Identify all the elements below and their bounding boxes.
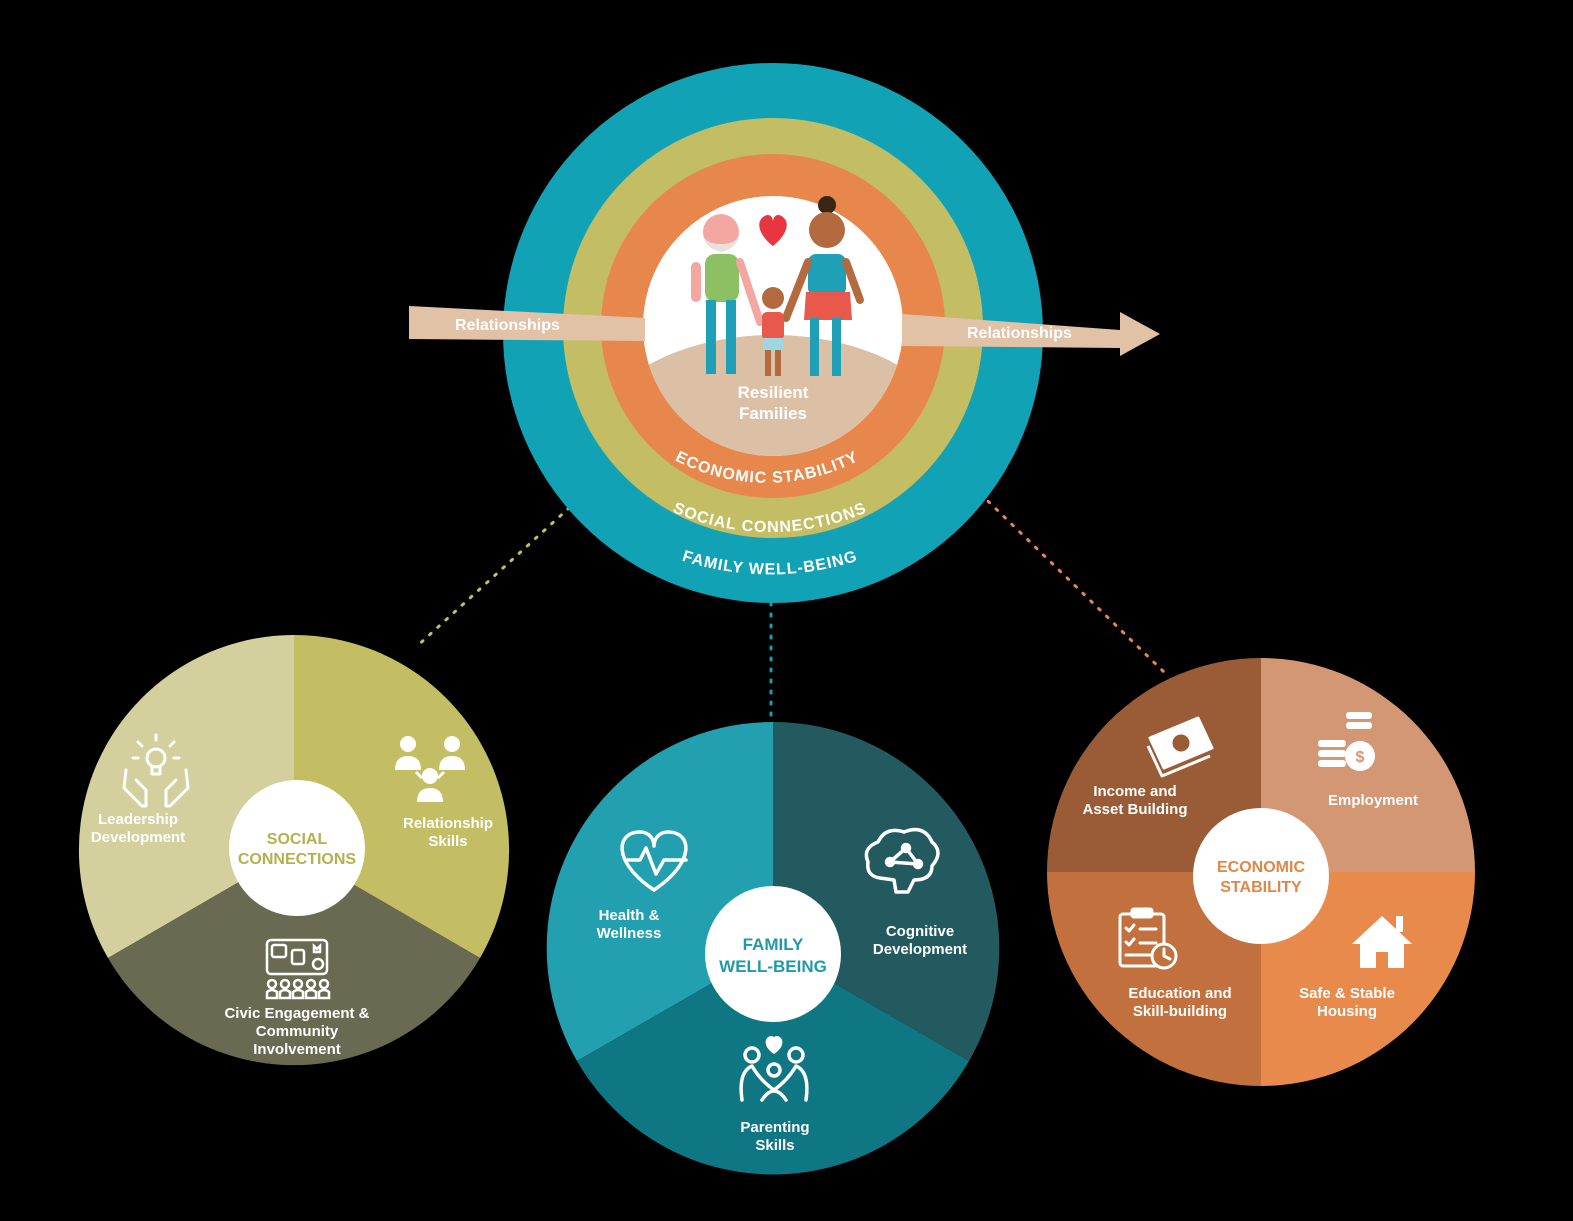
social-hub-line2: CONNECTIONS [238,851,357,868]
arrow-left-band [409,306,645,341]
family-wellbeing-pie: FAMILY WELL-BEING Health & Wellness Cogn… [546,721,1000,1175]
social-hub-line1: SOCIAL [267,831,328,848]
relationships-arrow: Relationships Relationships [409,306,1160,356]
resilient-families-line2: Families [739,404,807,423]
house-icon [1352,916,1412,968]
family-figures-icon [691,196,864,376]
heart-icon [759,215,787,246]
segment-parenting [577,948,969,1175]
employment-line1: Employment [1328,792,1418,809]
parenting-line1: Parenting [740,1119,809,1136]
coins-icon: $ [1318,712,1375,771]
economic-hub-line1: ECONOMIC [1217,859,1305,876]
brain-icon [864,827,940,894]
civic-line1: Civic Engagement & [224,1005,369,1022]
leadership-line1: Leadership [98,811,178,828]
family-hub-line2: WELL-BEING [719,957,827,976]
ground-hill [643,335,903,456]
segment-education [1047,872,1261,1086]
civic-icon [265,938,331,1000]
money-icon [1146,716,1214,778]
segment-income [1047,658,1261,872]
segment-civic [108,850,480,1066]
civic-line3: Involvement [253,1041,341,1058]
svg-text:$: $ [1356,749,1365,766]
center-circle: Relationships Relationships [409,63,1160,603]
health-line1: Health & [599,907,660,924]
leadership-line2: Development [91,829,185,846]
relationship-line1: Relationship [403,815,493,832]
income-line1: Income and [1093,783,1176,800]
family-hub-line1: FAMILY [743,935,804,954]
arrow-right-band [902,312,1160,356]
economic-hub-line2: STABILITY [1220,879,1302,896]
economic-stability-pie: ECONOMIC STABILITY Income and Asset Buil… [1047,658,1475,1086]
social-connections-pie: SOCIAL CONNECTIONS Leadership Developmen… [78,635,510,1066]
cognitive-line1: Cognitive [886,923,954,940]
arrow-left-label: Relationships [455,317,560,334]
cognitive-line2: Development [873,941,967,958]
economic-stability-hub [1193,808,1329,944]
arrow-right-label: Relationships [967,325,1072,342]
leadership-icon [122,733,190,808]
income-line2: Asset Building [1082,801,1187,818]
family-wellbeing-hub [705,886,841,1022]
social-connections-hub [229,780,365,916]
relationship-icon [395,736,465,802]
parenting-line2: Skills [755,1137,794,1154]
health-line2: Wellness [597,925,662,942]
segment-housing [1261,872,1475,1086]
checklist-clock-icon [1118,907,1178,970]
housing-line2: Housing [1317,1003,1377,1020]
housing-line1: Safe & Stable [1299,985,1395,1002]
civic-line2: Community [256,1023,339,1040]
heart-pulse-icon [620,830,688,892]
relationship-line2: Skills [428,833,467,850]
education-line1: Education and [1128,985,1231,1002]
family-hug-icon [739,1036,809,1102]
connector-social [413,476,604,650]
resilient-families-line1: Resilient [738,383,809,402]
education-line2: Skill-building [1133,1003,1227,1020]
